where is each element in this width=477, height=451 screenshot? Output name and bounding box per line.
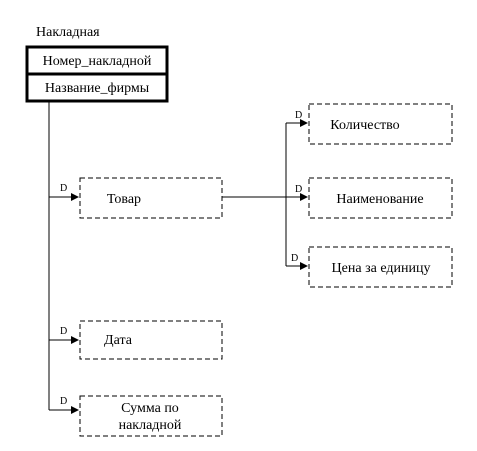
entity-title: Накладная <box>36 25 100 40</box>
marker-d-summa: D <box>60 396 67 407</box>
marker-d-kolichestvo: D <box>295 110 302 121</box>
node-data-box <box>79 320 223 360</box>
node-summa-label-line2: накладной <box>119 418 182 433</box>
root-field-label-0: Номер_накладной <box>43 54 152 69</box>
node-kolichestvo-box <box>308 103 453 145</box>
marker-d-naimenovanie: D <box>295 184 302 195</box>
node-data-label: Дата <box>104 333 133 348</box>
node-naimenovanie-box <box>308 177 453 219</box>
node-summa-box <box>79 395 223 437</box>
node-tovar-label: Товар <box>107 192 141 207</box>
node-cena-label: Цена за единицу <box>332 261 431 276</box>
node-summa-label-line1: Сумма по <box>121 401 179 416</box>
node-kolichestvo-label: Количество <box>330 118 399 133</box>
marker-d-data: D <box>60 326 67 337</box>
node-naimenovanie-label: Наименование <box>336 192 423 207</box>
node-tovar-box <box>79 177 223 219</box>
node-cena-box <box>308 246 453 288</box>
root-field-box-1 <box>25 72 169 103</box>
marker-d-cena: D <box>291 253 298 264</box>
marker-d-tovar: D <box>60 183 67 194</box>
root-field-label-1: Название_фирмы <box>45 81 150 96</box>
